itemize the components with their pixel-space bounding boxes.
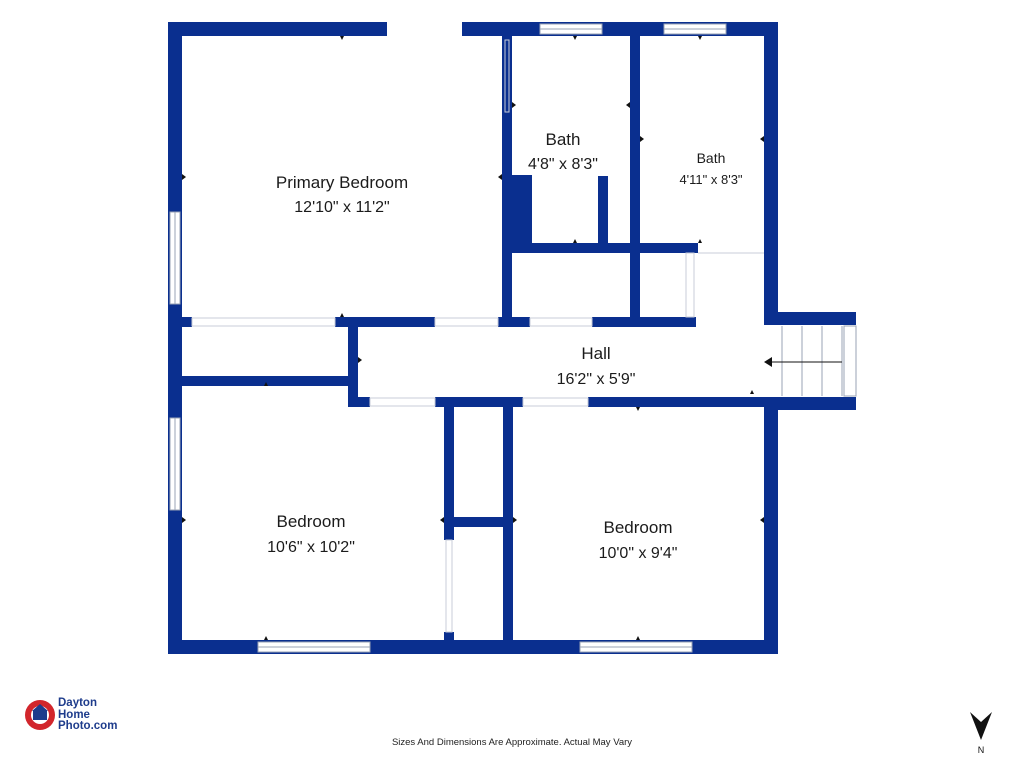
wall-closet-mid [444,517,510,527]
wall-closet-left-bottom [182,376,352,386]
compass-label: N [977,745,985,755]
room-primary-bedroom: Primary Bedroom 12'10" x 11'2" [276,173,408,216]
room-hall: Hall 16'2" x 5'9" [557,344,636,388]
door-closet-mid [445,539,453,633]
door-bath-right [685,252,695,318]
stair-arrow-icon [764,357,772,367]
door-primary-b [434,317,499,327]
room-name: Bedroom [604,518,673,537]
room-name: Primary Bedroom [276,173,408,192]
room-name: Hall [581,344,610,363]
room-bath-1: Bath 4'8" x 8'3" [528,130,598,173]
tick [440,517,444,523]
tick [340,36,344,40]
tick [626,102,630,108]
tick [513,517,517,523]
tick [698,36,702,40]
logo-line-3: Photo.com [58,720,118,732]
wall-hall-bottom-c [588,397,768,407]
door-bath-left [504,39,510,113]
tick [760,517,764,523]
north-arrow-icon [970,712,992,740]
wall-left [168,22,182,654]
room-dims: 4'8" x 8'3" [528,156,598,173]
room-bedroom-2: Bedroom 10'0" x 9'4" [599,518,678,562]
tick [760,136,764,142]
stair-end [843,325,857,397]
logo-line-2: Home [58,708,90,721]
wall-hall-bottom-b [435,397,523,407]
door-closet [529,317,593,327]
wall-bedroom-divider-right [503,397,513,644]
door-hall-bottom-b [522,397,589,407]
tick [498,174,502,180]
wall-bath-fixture-2 [598,176,608,246]
wall-closet-left-v [348,317,358,407]
wall-bedroom-divider-left [444,397,454,540]
wall-primary-right [502,36,512,326]
room-bath-2: Bath 4'11" x 8'3" [679,150,742,187]
tick [182,174,186,180]
room-bedroom-1: Bedroom 10'6" x 10'2" [267,512,355,556]
logo-line-1: Dayton [58,697,97,709]
room-dims: 4'11" x 8'3" [679,172,742,187]
disclaimer-text: Sizes And Dimensions Are Approximate. Ac… [391,737,633,748]
door-primary [191,317,336,327]
tick [750,390,754,394]
dimension-ticks [182,36,764,640]
wall-closet-bottom [592,317,696,327]
tick [636,407,640,411]
door-hall-bottom-a [369,397,436,407]
wall-stair-top [764,312,856,325]
wall-top-right [462,22,778,36]
tick [640,136,644,142]
room-dims: 10'6" x 10'2" [267,539,355,556]
tick [340,313,344,317]
room-name: Bath [697,150,726,166]
tick [264,636,268,640]
room-name: Bedroom [277,512,346,531]
wall-stair-bottom [764,397,856,410]
wall-hall-bottom-a [348,397,370,407]
tick [698,239,702,243]
tick [512,102,516,108]
wall-bath-divider [630,36,640,326]
logo-house-icon [25,700,55,730]
tick [636,636,640,640]
walls [168,22,856,654]
wall-bath-bottom [502,243,698,253]
tick [573,36,577,40]
room-dims: 12'10" x 11'2" [294,199,389,216]
logo-text: Dayton Home Photo.com [58,697,118,733]
tick [182,517,186,523]
window-center-lines [174,28,726,648]
wall-top-left [168,22,387,36]
company-logo: Dayton Home Photo.com [25,697,135,738]
room-dims: 16'2" x 5'9" [557,371,636,388]
doorways [191,39,764,633]
stairs [770,325,857,397]
wall-bedroom-divider-left-b [444,632,454,644]
wall-right-upper [764,22,778,324]
tick [358,357,362,363]
compass: N [966,710,996,760]
wall-primary-bottom-b [498,317,530,327]
wall-bath-fixture [510,175,532,245]
room-name: Bath [546,130,581,149]
wall-closet-left-top [182,317,192,327]
wall-primary-bottom [335,317,435,327]
tick [573,239,577,243]
tick [264,382,268,386]
wall-right-lower [764,398,778,654]
room-dims: 10'0" x 9'4" [599,545,678,562]
